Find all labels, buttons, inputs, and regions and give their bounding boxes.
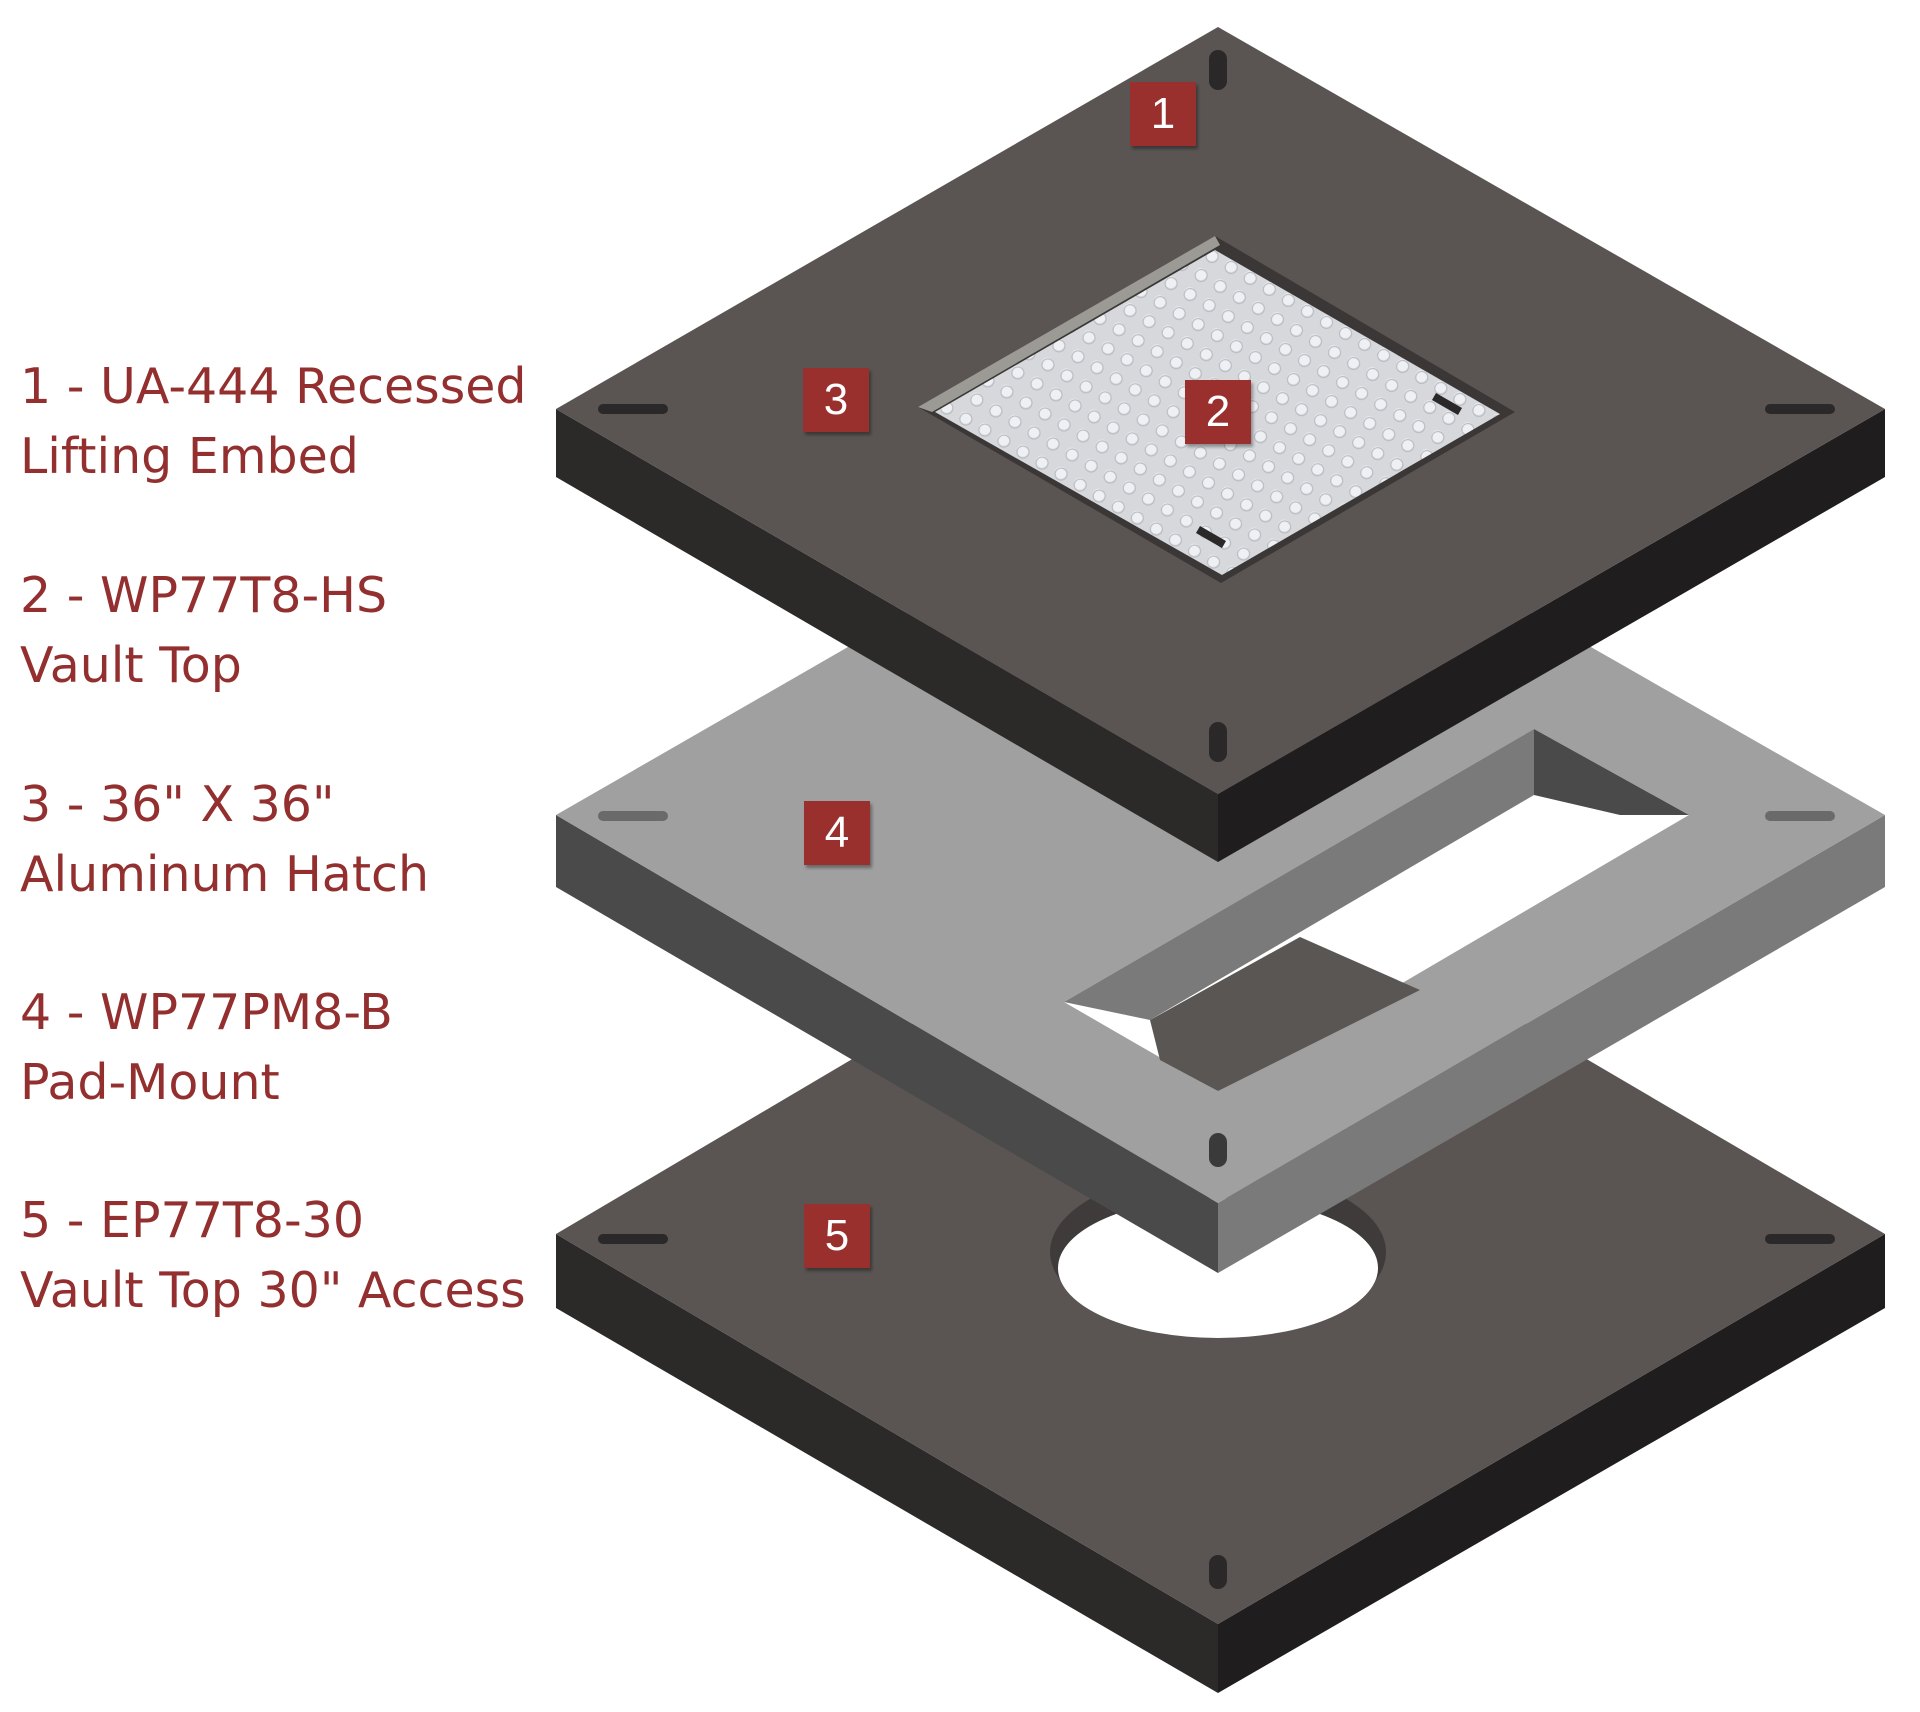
lifting-embed <box>1209 722 1227 762</box>
legend-item-title: 1 - UA-444 Recessed <box>20 358 527 415</box>
legend-item-subtitle: Pad-Mount <box>20 1054 280 1111</box>
callout-badge-2: 2 <box>1185 380 1251 444</box>
legend-item-title: 5 - EP77T8-30 <box>20 1192 365 1249</box>
lifting-embed <box>1209 50 1227 90</box>
legend-item-subtitle: Vault Top <box>20 637 242 694</box>
legend-item-1: 1 - UA-444 Recessed Lifting Embed <box>20 352 527 492</box>
callout-badge-3: 3 <box>803 368 869 432</box>
lifting-embed <box>1209 1555 1227 1589</box>
legend-item-title: 2 - WP77T8-HS <box>20 567 388 624</box>
legend-item-5: 5 - EP77T8-30 Vault Top 30" Access <box>20 1186 526 1326</box>
legend-item-subtitle: Vault Top 30" Access <box>20 1262 526 1319</box>
legend-item-3: 3 - 36" X 36" Aluminum Hatch <box>20 770 429 910</box>
legend-item-title: 4 - WP77PM8-B <box>20 984 393 1041</box>
legend-item-subtitle: Aluminum Hatch <box>20 846 430 903</box>
callout-badge-1: 1 <box>1130 82 1196 146</box>
callout-badge-5: 5 <box>804 1204 870 1268</box>
legend-item-4: 4 - WP77PM8-B Pad-Mount <box>20 978 393 1118</box>
legend-item-2: 2 - WP77T8-HS Vault Top <box>20 561 387 701</box>
legend-item-subtitle: Lifting Embed <box>20 428 359 485</box>
callout-badge-4: 4 <box>804 801 870 865</box>
legend-item-title: 3 - 36" X 36" <box>20 776 335 833</box>
lifting-embed <box>1209 1133 1227 1167</box>
